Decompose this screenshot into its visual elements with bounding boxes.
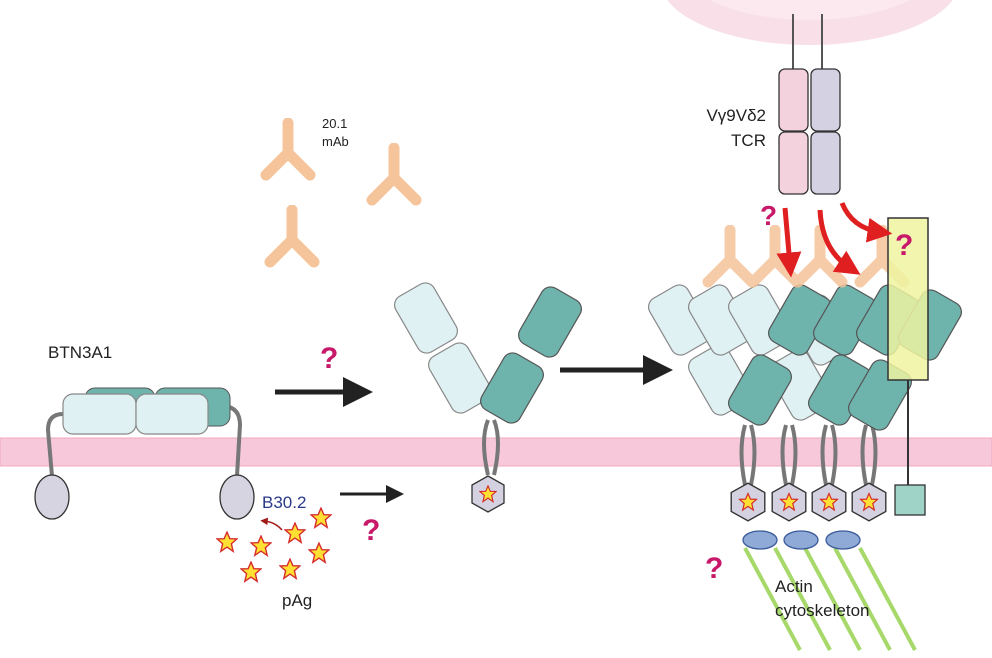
unknown-component [887, 217, 929, 516]
question-mark-2: ? [362, 514, 380, 547]
actin-label-line1: Actin [775, 577, 813, 596]
btn3a1-resting-dimer [34, 387, 255, 520]
tcr-label-line1: Vγ9Vδ2 [706, 106, 766, 125]
bound-antibodies [708, 230, 904, 282]
actin-linkers [742, 530, 861, 550]
mab-label-line2: mAb [322, 134, 349, 149]
question-mark-1: ? [320, 342, 338, 375]
btn3a1-label: BTN3A1 [48, 343, 112, 362]
pag-label: pAg [282, 591, 312, 610]
tcr-label-line2: TCR [731, 131, 766, 150]
question-mark-actin: ? [705, 552, 723, 585]
b302-label: B30.2 [262, 493, 306, 512]
question-mark-tcr: ? [760, 200, 777, 231]
actin-label-line2: cytoskeleton [775, 601, 870, 620]
tcr-interaction-arrows [776, 201, 893, 278]
pag-binding-arrow [260, 517, 283, 531]
vg9vd2-tcr [778, 14, 841, 195]
question-mark-box: ? [895, 229, 913, 262]
actin-filaments [743, 547, 917, 651]
mab-label-line1: 20.1 [322, 116, 347, 131]
t-cell [667, 0, 953, 45]
btn3a1-v-conformation [394, 282, 582, 512]
